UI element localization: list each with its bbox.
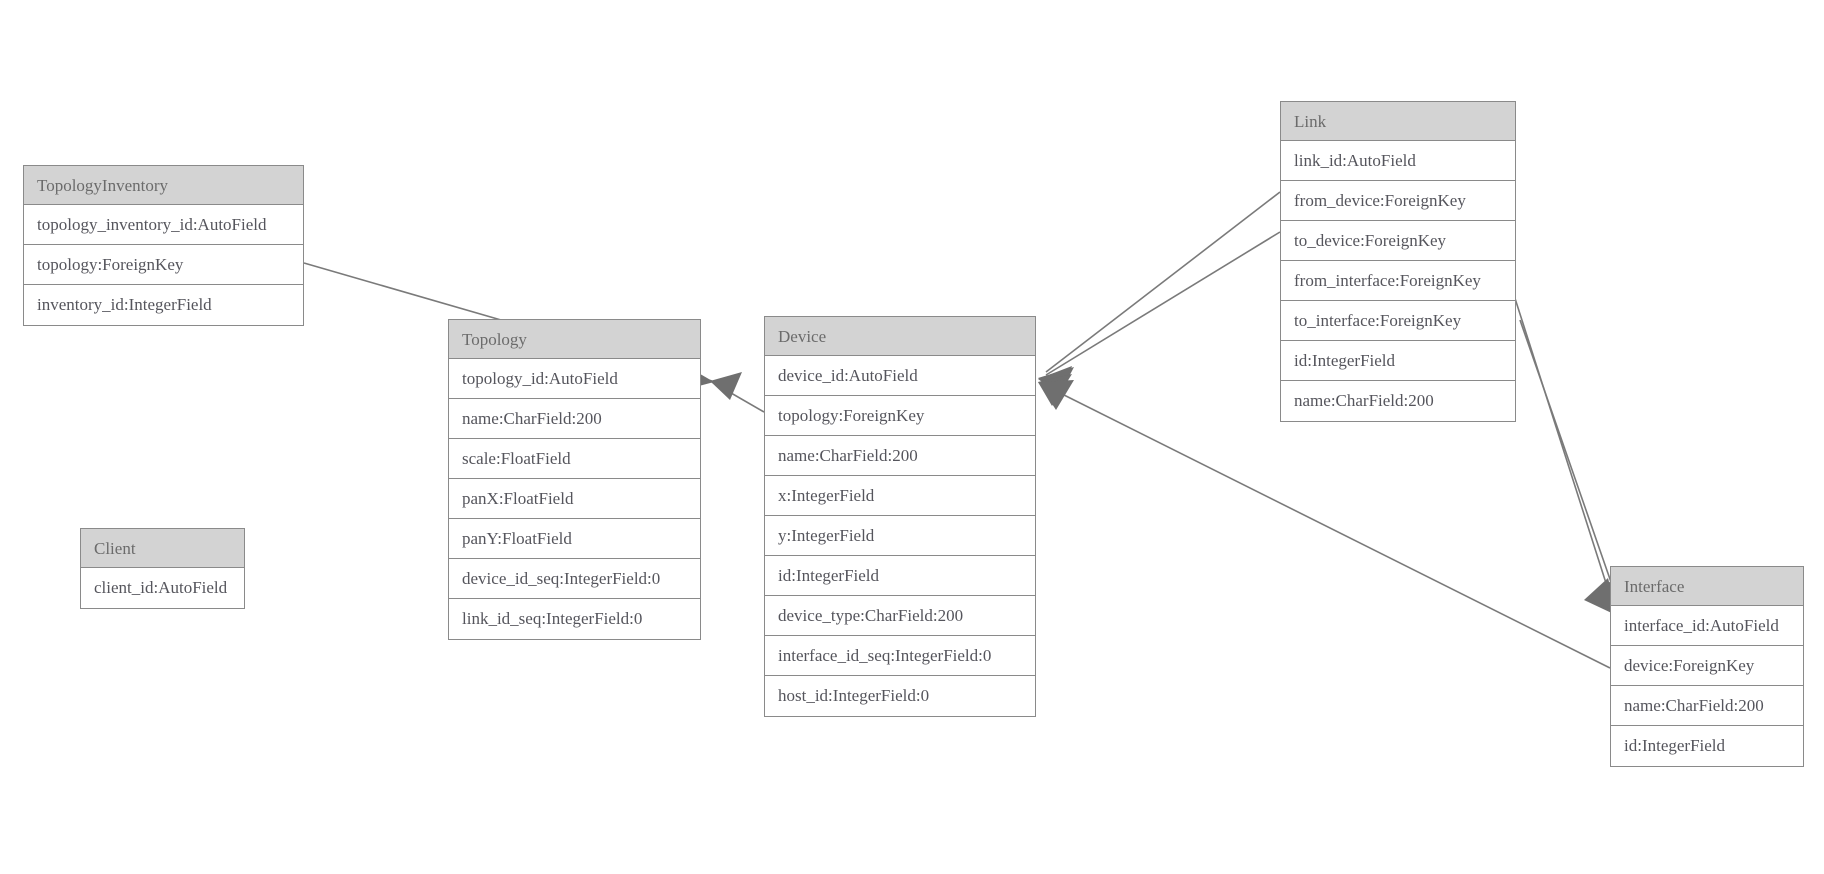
entity-field: to_interface:ForeignKey <box>1281 301 1515 341</box>
entity-field: device:ForeignKey <box>1611 646 1803 686</box>
entity-field: panX:FloatField <box>449 479 700 519</box>
entity-field: from_device:ForeignKey <box>1281 181 1515 221</box>
entity-field: interface_id_seq:IntegerField:0 <box>765 636 1035 676</box>
entity-header-client: Client <box>81 529 244 568</box>
entity-field: topology:ForeignKey <box>24 245 303 285</box>
edge-device-topology <box>710 372 765 413</box>
entity-header-interface: Interface <box>1611 567 1803 606</box>
entity-header-link: Link <box>1281 102 1515 141</box>
entity-field: name:CharField:200 <box>765 436 1035 476</box>
entity-field: scale:FloatField <box>449 439 700 479</box>
entity-field: panY:FloatField <box>449 519 700 559</box>
edge-link-from-interface <box>1511 288 1618 616</box>
edge-link-to-interface <box>1519 319 1622 616</box>
entity-field: link_id_seq:IntegerField:0 <box>449 599 700 639</box>
entity-field: id:IntegerField <box>1611 726 1803 766</box>
entity-field: y:IntegerField <box>765 516 1035 556</box>
entity-field: device_type:CharField:200 <box>765 596 1035 636</box>
entity-field: id:IntegerField <box>765 556 1035 596</box>
entity-field: id:IntegerField <box>1281 341 1515 381</box>
entity-field: name:CharField:200 <box>449 399 700 439</box>
entity-header-topology: Topology <box>449 320 700 359</box>
edge-arrowhead-device-cluster <box>1038 374 1072 406</box>
entity-field: x:IntegerField <box>765 476 1035 516</box>
edge-link-from-device <box>1038 191 1281 394</box>
entity-field: host_id:IntegerField:0 <box>765 676 1035 716</box>
entity-field: device_id_seq:IntegerField:0 <box>449 559 700 599</box>
entity-field: topology_id:AutoField <box>449 359 700 399</box>
entity-header-device: Device <box>765 317 1035 356</box>
entity-field: to_device:ForeignKey <box>1281 221 1515 261</box>
entity-field: topology:ForeignKey <box>765 396 1035 436</box>
edge-link-to-device <box>1038 231 1281 396</box>
entity-field: link_id:AutoField <box>1281 141 1515 181</box>
entity-field: from_interface:ForeignKey <box>1281 261 1515 301</box>
entity-field: inventory_id:IntegerField <box>24 285 303 325</box>
edge-interface-device <box>1038 380 1611 669</box>
entity-header-topology_inventory: TopologyInventory <box>24 166 303 205</box>
entity-field: name:CharField:200 <box>1611 686 1803 726</box>
entity-field: interface_id:AutoField <box>1611 606 1803 646</box>
entity-field: topology_inventory_id:AutoField <box>24 205 303 245</box>
entity-field: device_id:AutoField <box>765 356 1035 396</box>
entity-field: client_id:AutoField <box>81 568 244 608</box>
entity-field: name:CharField:200 <box>1281 381 1515 421</box>
